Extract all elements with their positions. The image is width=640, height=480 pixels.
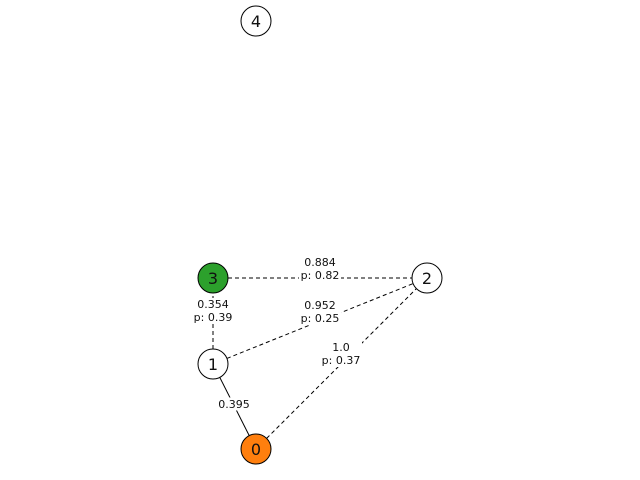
edge-prob-label: p: 0.25 (301, 312, 340, 325)
graph-node-4[interactable]: 4 (240, 5, 272, 37)
graph-node-1[interactable]: 1 (197, 348, 229, 380)
node-circle[interactable] (197, 348, 229, 380)
edge-label-0-1: 0.395 (213, 397, 255, 411)
edge-label-bg (320, 341, 362, 367)
node-label: 4 (251, 12, 261, 31)
node-circle[interactable] (240, 433, 272, 465)
node-circle[interactable] (197, 262, 229, 294)
edge-label-bg (192, 298, 234, 324)
graph-node-2[interactable]: 2 (411, 262, 443, 294)
node-circle[interactable] (411, 262, 443, 294)
edge-label-bg (299, 256, 341, 282)
node-label: 1 (208, 355, 218, 374)
edge-label-bg (213, 397, 255, 411)
node-label: 3 (208, 269, 218, 288)
node-label: 2 (422, 269, 432, 288)
node-label: 0 (251, 440, 261, 459)
edge-prob-label: p: 0.39 (194, 311, 233, 324)
edge-weight-label: 1.0 (332, 341, 350, 354)
node-circle[interactable] (240, 5, 272, 37)
edge-prob-label: p: 0.82 (301, 269, 340, 282)
edge-weight-label: 0.354 (197, 298, 229, 311)
edge-weight-label: 0.395 (218, 398, 250, 411)
edge-label-0-2: 1.0p: 0.37 (320, 341, 362, 367)
graph-node-0[interactable]: 0 (240, 433, 272, 465)
graph-node-3[interactable]: 3 (197, 262, 229, 294)
edge-weight-label: 0.884 (304, 256, 336, 269)
nodes-layer: 0 1 2 3 4 (197, 5, 443, 465)
edge-label-bg (299, 299, 341, 325)
edge-weight-label: 0.952 (304, 299, 336, 312)
edge-prob-label: p: 0.37 (322, 354, 361, 367)
